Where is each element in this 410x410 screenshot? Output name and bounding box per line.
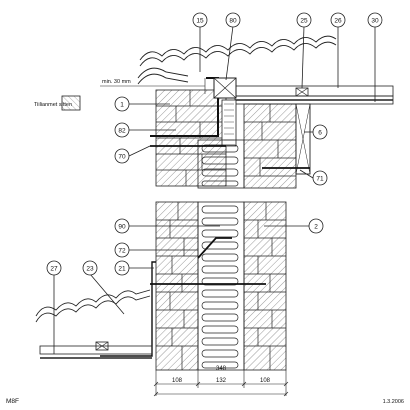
svg-text:70: 70 — [118, 154, 126, 161]
dim-seg3: 108 — [260, 378, 271, 384]
callout-30 — [367, 12, 383, 28]
callout-15 — [192, 12, 208, 28]
svg-text:26: 26 — [334, 18, 342, 25]
callout-26 — [330, 12, 346, 28]
svg-text:15: 15 — [196, 18, 204, 25]
svg-text:6: 6 — [318, 130, 322, 137]
svg-text:1: 1 — [120, 102, 124, 109]
callout-21 — [114, 260, 130, 276]
svg-text:90: 90 — [118, 224, 126, 231]
callout-72 — [114, 242, 130, 258]
dimension-lines — [153, 370, 289, 397]
roof-board — [234, 85, 394, 97]
lower-detail — [35, 201, 287, 371]
callout-23 — [82, 260, 98, 276]
upper-roof-tiles — [137, 35, 337, 85]
svg-text:72: 72 — [118, 248, 126, 255]
callout-71 — [312, 170, 328, 186]
svg-text:27: 27 — [50, 266, 58, 273]
dim-total: 348 — [216, 366, 227, 372]
callouts — [46, 12, 383, 354]
wall-tie-72 — [197, 237, 232, 259]
callout-2 — [308, 218, 324, 234]
svg-text:25: 25 — [300, 18, 308, 25]
upper-detail — [137, 35, 394, 189]
callout-6 — [312, 124, 328, 140]
svg-text:82: 82 — [118, 128, 126, 135]
callout-1 — [114, 96, 130, 112]
drawing-code: M8F — [6, 398, 19, 405]
svg-text:2: 2 — [314, 224, 318, 231]
callout-90 — [114, 218, 130, 234]
svg-text:71: 71 — [316, 176, 324, 183]
callout-texts: 15 80 25 26 30 1 82 70 6 71 90 2 72 21 2… — [50, 18, 379, 273]
min-note: min. 30 mm — [102, 79, 131, 85]
svg-text:23: 23 — [86, 266, 94, 273]
legend-label: Tiilianmet sitten — [34, 102, 72, 108]
lower-brick-inner — [243, 201, 287, 371]
legend-swatch — [61, 95, 81, 111]
dim-seg2: 132 — [216, 378, 227, 384]
callout-25 — [296, 12, 312, 28]
svg-text:30: 30 — [371, 18, 379, 25]
flashing-profile — [150, 77, 219, 137]
lower-roof-tiles — [35, 289, 151, 323]
svg-text:21: 21 — [118, 266, 126, 273]
callout-82 — [114, 122, 130, 138]
callout-80 — [225, 12, 241, 28]
dim-seg1: 108 — [172, 378, 183, 384]
callout-70 — [114, 148, 130, 164]
svg-text:80: 80 — [229, 18, 237, 25]
lower-brick-outer — [155, 201, 199, 371]
callout-27 — [46, 260, 62, 276]
insulation-block — [221, 99, 237, 147]
drawing-date: 1.3.2006 — [383, 399, 404, 405]
legend: Tiilianmet sitten — [34, 95, 81, 111]
lower-flashing — [100, 261, 156, 357]
